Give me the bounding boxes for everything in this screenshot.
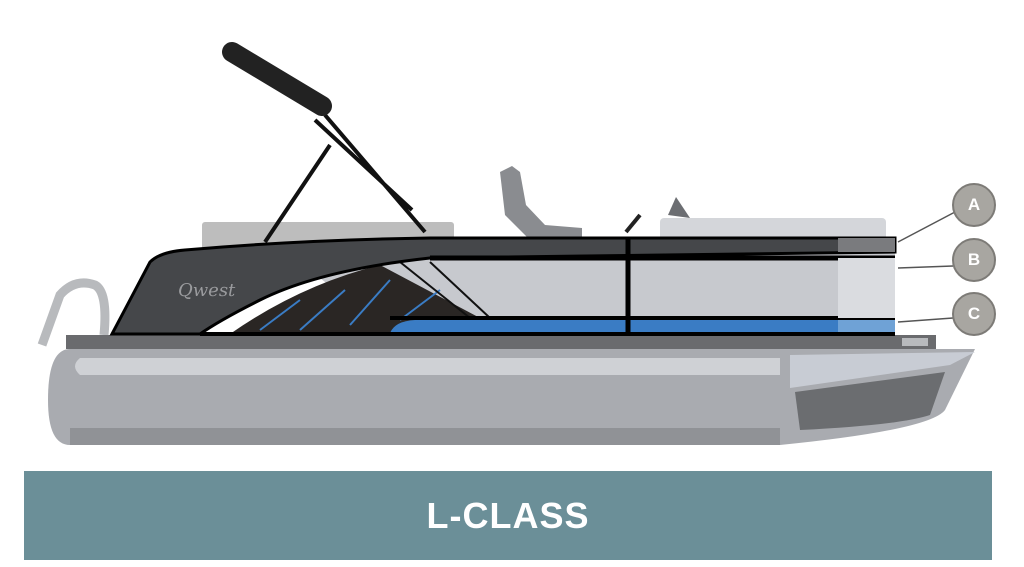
callout-b-label: B (967, 250, 981, 269)
model-title: L-CLASS (426, 494, 590, 536)
pontoon-boat-illustration: Qwest (37, 42, 975, 445)
callout-b: B (952, 238, 996, 282)
top-rail-a (838, 238, 895, 252)
callout-a: A (952, 183, 996, 227)
bimini-top-boot (222, 42, 332, 116)
brand-logo: Qwest (178, 280, 236, 301)
captain-chair (500, 166, 582, 240)
deck-rim (66, 335, 936, 349)
model-banner: L-CLASS (24, 471, 992, 560)
callout-c: C (952, 292, 996, 336)
bimini-top-frame (263, 113, 427, 244)
accent-stripe-c (390, 320, 895, 333)
callout-c-label: C (967, 304, 981, 323)
boarding-ladder (37, 278, 110, 347)
windshield (668, 197, 690, 218)
callout-a-label: A (967, 195, 981, 214)
callout-leader-lines (897, 211, 956, 323)
